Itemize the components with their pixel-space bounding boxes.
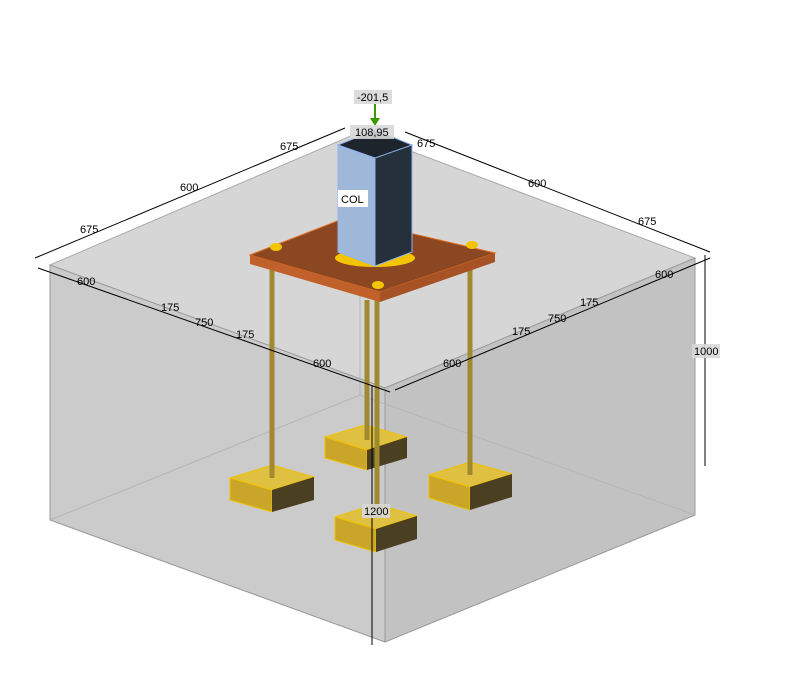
dimension-label: 600: [180, 182, 198, 194]
dimension-label: 1200: [364, 506, 388, 518]
dimension-label: 175: [161, 302, 179, 314]
axial-load-label: -201,5: [357, 92, 388, 104]
concrete-block: [48, 131, 697, 643]
dimension-label: 175: [236, 329, 254, 341]
dimension-label: 175: [580, 297, 598, 309]
dimension-label: 600: [443, 358, 461, 370]
dimension-label: 600: [77, 276, 95, 288]
dimension-label: 675: [638, 216, 656, 228]
column: COL: [335, 129, 415, 267]
nut-icon: [372, 281, 384, 289]
nut-icon: [466, 241, 478, 249]
dimension-label: 600: [655, 269, 673, 281]
column-label: COL: [341, 194, 364, 206]
nut-icon: [270, 243, 282, 251]
dimension-label: 175: [512, 326, 530, 338]
dimension-label: 675: [280, 141, 298, 153]
dimension-label: 750: [548, 313, 566, 325]
dimension-labels: 675 600 675 675 600 675 600 175 750 175 …: [77, 138, 720, 518]
moment-load-label: 108,95: [355, 127, 389, 139]
dimension-label: 1000: [694, 346, 718, 358]
load-arrow: -201,5 108,95: [350, 90, 394, 139]
dimension-lines: [34, 127, 711, 645]
dimension-label: 675: [80, 224, 98, 236]
dimension-label: 600: [313, 358, 331, 370]
dimension-label: 675: [417, 138, 435, 150]
dimension-label: 600: [528, 178, 546, 190]
dimension-label: 750: [195, 317, 213, 329]
anchor-rods: [269, 262, 473, 518]
